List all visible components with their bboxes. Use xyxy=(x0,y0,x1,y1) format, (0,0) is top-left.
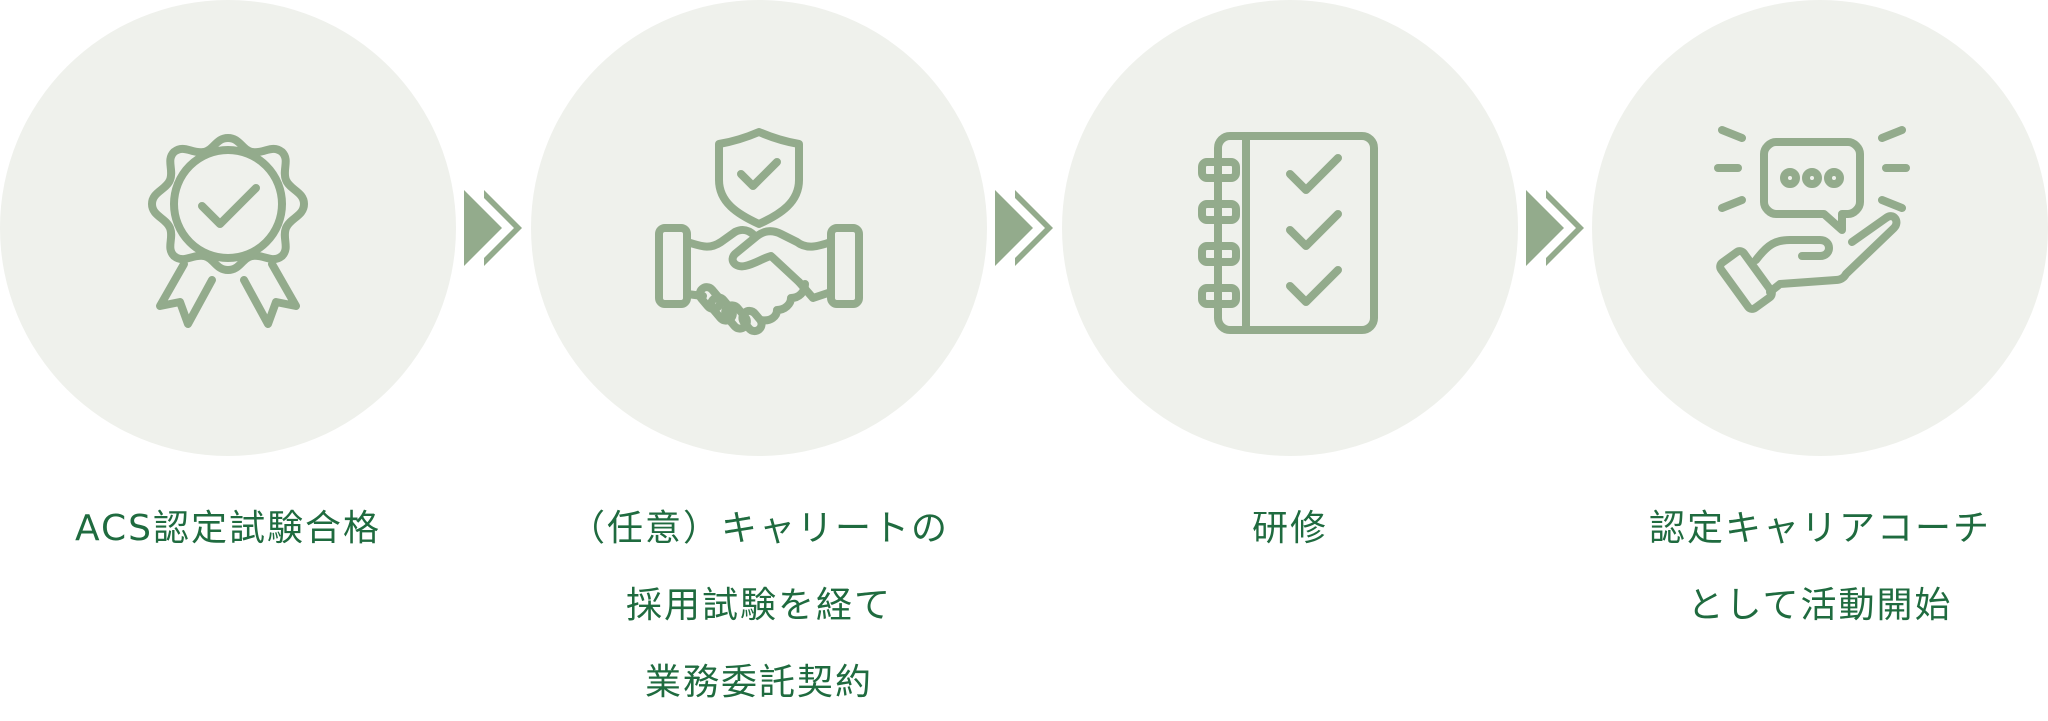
step-4-label: 認定キャリアコーチ として活動開始 xyxy=(1592,490,2048,644)
next-arrow-3 xyxy=(1526,190,1590,266)
award-ribbon-check-icon xyxy=(148,134,308,328)
step-3-circle xyxy=(1062,0,1518,456)
double-chevron-right-icon xyxy=(464,190,522,266)
handshake-shield-icon xyxy=(655,128,863,336)
step-2: （任意）キャリートの 採用試験を経て 業務委託契約 xyxy=(531,0,987,703)
next-arrow-2 xyxy=(995,190,1059,266)
step-2-label-line-2: 採用試験を経て xyxy=(625,585,892,626)
step-1-label: ACS認定試験合格 xyxy=(0,490,456,567)
step-3: 研修 xyxy=(1062,0,1518,549)
step-1-label-line-1: ACS認定試験合格 xyxy=(75,508,381,549)
checklist-notebook-icon xyxy=(1198,132,1378,334)
double-chevron-right-icon xyxy=(1526,190,1584,266)
step-2-circle xyxy=(531,0,987,456)
double-chevron-right-icon xyxy=(995,190,1053,266)
step-3-label: 研修 xyxy=(1062,490,1518,567)
step-2-label-line-1: （任意）キャリートの xyxy=(568,508,949,549)
step-4-label-line-2: として活動開始 xyxy=(1687,585,1953,626)
step-2-label-line-3: 業務委託契約 xyxy=(644,662,873,703)
next-arrow-1 xyxy=(464,190,528,266)
hand-speech-bubble-icon xyxy=(1714,126,1910,313)
process-flow: ACS認定試験合格 xyxy=(0,0,2048,703)
step-3-label-line-1: 研修 xyxy=(1251,508,1328,549)
step-1-circle xyxy=(0,0,456,456)
step-2-label: （任意）キャリートの 採用試験を経て 業務委託契約 xyxy=(531,490,987,721)
step-4: 認定キャリアコーチ として活動開始 xyxy=(1592,0,2048,626)
step-1: ACS認定試験合格 xyxy=(0,0,456,549)
step-4-label-line-1: 認定キャリアコーチ xyxy=(1648,508,1991,549)
step-4-circle xyxy=(1592,0,2048,456)
